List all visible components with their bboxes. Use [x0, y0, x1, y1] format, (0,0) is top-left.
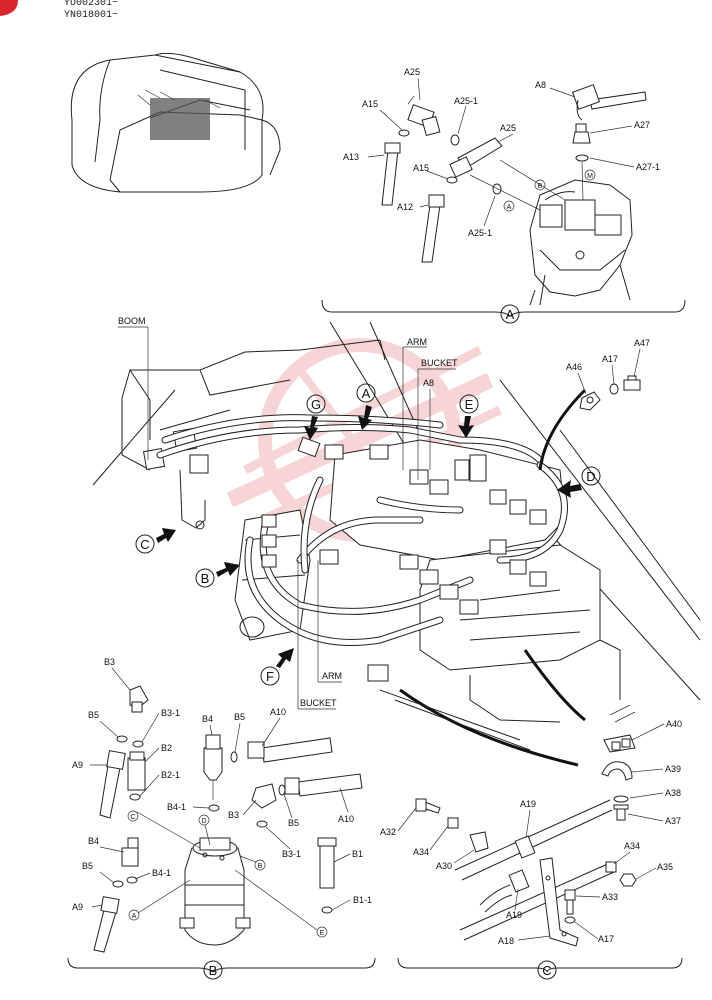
detail-b: B	[67, 657, 376, 980]
view-arrow-d-label: D	[586, 469, 595, 484]
view-arrow-g: G	[304, 394, 326, 440]
label-a15-mid: A15	[413, 163, 429, 173]
tag-a-b: A	[132, 913, 137, 920]
label-bucket-bottom: BUCKET	[300, 698, 337, 708]
label-b4-1-bottom: B4-1	[152, 868, 171, 878]
label-a9-bottom: A9	[72, 902, 83, 912]
bucket-direction-label-top: BUCKET	[417, 358, 458, 480]
main-assembly: BOOM ARM BUCKET A8 ARM BUCKET	[92, 316, 701, 767]
clamp-parts: A40 A39 A38 A37	[601, 704, 682, 826]
view-arrow-c-label: C	[140, 537, 149, 552]
label-a39: A39	[665, 764, 681, 774]
label-a17-c: A17	[598, 934, 614, 944]
label-a33: A33	[602, 892, 618, 902]
arm-direction-label-bottom: ARM	[317, 560, 342, 683]
tag-a-top: A	[507, 204, 512, 211]
view-arrow-c: C	[135, 528, 176, 554]
label-a9-top: A9	[72, 760, 83, 770]
label-b5-mid: B5	[234, 712, 245, 722]
label-a18: A18	[498, 936, 514, 946]
label-a25-1-top: A25-1	[454, 96, 478, 106]
label-a10-top: A10	[270, 707, 286, 717]
label-b3-1-top: B3-1	[161, 708, 180, 718]
detail-a-label: A	[506, 307, 515, 322]
label-b4-1-mid: B4-1	[167, 802, 186, 812]
view-arrow-b-label: B	[201, 571, 210, 586]
serial-range-line-2: YN018001~	[64, 10, 119, 21]
label-b2-1: B2-1	[161, 770, 180, 780]
label-a15-top: A15	[362, 99, 378, 109]
tag-d-b: D	[201, 818, 206, 825]
label-a27-1: A27-1	[636, 162, 660, 172]
label-a8-main: A8	[423, 378, 434, 388]
view-arrow-a: A	[356, 383, 376, 430]
label-a37: A37	[665, 816, 681, 826]
label-b4-top: B4	[202, 714, 213, 724]
label-b5-right: B5	[288, 818, 299, 828]
label-boom: BOOM	[118, 316, 146, 326]
detail-a: A B A M	[321, 67, 686, 324]
detail-b-label: B	[209, 963, 218, 978]
bucket-direction-label-bottom: BUCKET	[297, 560, 337, 710]
label-b3-mid: B3	[228, 810, 239, 820]
tag-b-b: B	[258, 863, 263, 870]
view-arrow-g-label: G	[311, 397, 321, 412]
view-arrow-d: D	[557, 466, 601, 498]
label-a25-mid: A25	[500, 123, 516, 133]
label-a19-bottom: A19	[506, 910, 522, 920]
label-bucket-top: BUCKET	[421, 358, 458, 368]
view-arrow-f: F	[260, 648, 294, 686]
machine-overview	[70, 52, 281, 193]
label-a30: A30	[436, 861, 452, 871]
view-arrow-e: E	[458, 394, 479, 438]
label-a38: A38	[665, 788, 681, 798]
label-a8-top: A8	[535, 80, 546, 90]
label-a19-top: A19	[520, 799, 536, 809]
tag-c-b: C	[130, 814, 135, 821]
label-a40: A40	[666, 719, 682, 729]
view-arrow-f-label: F	[266, 669, 274, 684]
arm-direction-label-top: ARM	[402, 337, 427, 470]
label-arm-bottom: ARM	[322, 671, 342, 681]
label-b3-1-mid: B3-1	[282, 849, 301, 859]
label-b5-bottom: B5	[82, 861, 93, 871]
label-a47: A47	[634, 338, 650, 348]
label-a17-main: A17	[602, 354, 618, 364]
label-a27: A27	[634, 120, 650, 130]
tag-m: M	[587, 173, 593, 180]
label-b1: B1	[352, 849, 363, 859]
view-arrow-a-label: A	[362, 386, 371, 401]
label-arm-top: ARM	[407, 337, 427, 347]
label-a35: A35	[657, 862, 673, 872]
detail-c: C A32 A34 A30 A19 A34 A35 A33 A19	[380, 798, 683, 980]
label-a32: A32	[380, 827, 396, 837]
label-a25-1-bottom: A25-1	[468, 228, 492, 238]
label-a25-top: A25	[404, 67, 420, 77]
label-a34-right: A34	[624, 841, 640, 851]
boom-direction-label: BOOM	[118, 316, 149, 460]
label-b3-top: B3	[104, 657, 115, 667]
corner-tab-icon	[0, 0, 18, 16]
label-b2: B2	[161, 743, 172, 753]
view-arrow-e-label: E	[465, 397, 474, 412]
view-arrow-b: B	[195, 562, 240, 588]
tag-e-b: E	[320, 930, 325, 937]
label-a46: A46	[566, 362, 582, 372]
label-b1-1: B1-1	[353, 895, 372, 905]
serial-range-line-1: YU002301~	[64, 0, 119, 9]
label-a13: A13	[343, 152, 359, 162]
tag-b-top: B	[538, 183, 543, 190]
label-a10-bottom: A10	[338, 814, 354, 824]
label-b4-bottom: B4	[88, 836, 99, 846]
label-a12: A12	[397, 202, 413, 212]
label-b5-top: B5	[88, 710, 99, 720]
detail-c-label: C	[542, 963, 551, 978]
label-a34-left: A34	[413, 847, 429, 857]
